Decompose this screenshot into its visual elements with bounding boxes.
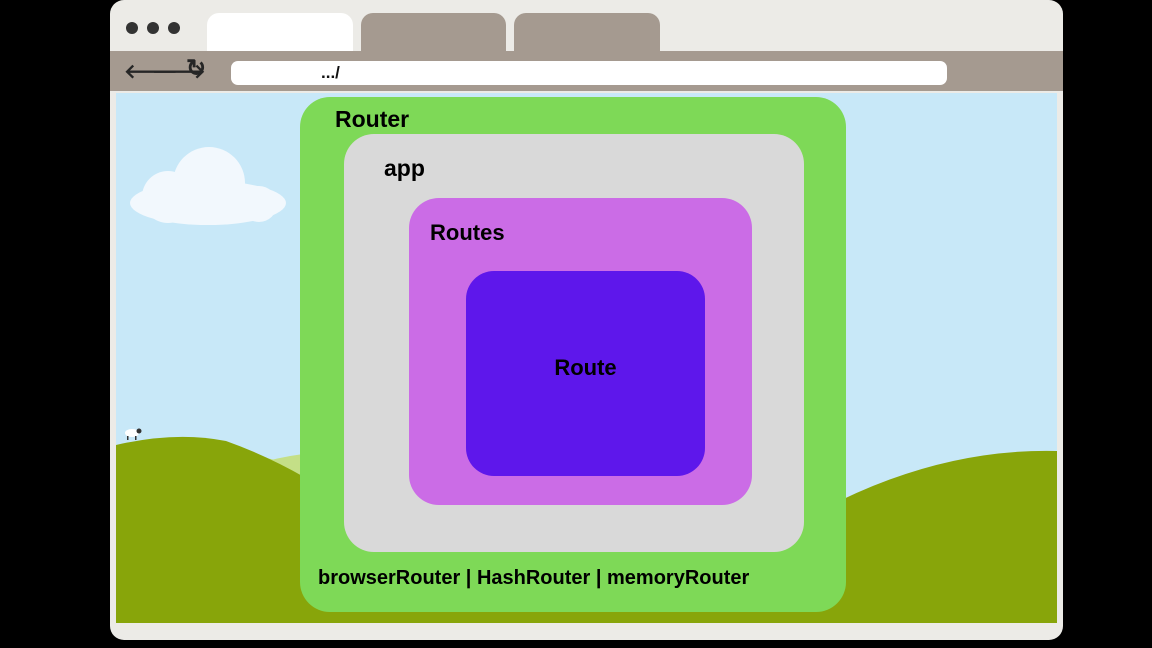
address-bar[interactable]: .../ [231,61,947,85]
router-label: Router [335,106,410,132]
browser-tab-active[interactable] [207,13,353,51]
app-box: app Routes Route [344,134,804,552]
reload-icon[interactable]: ↻ [186,55,207,82]
router-types-label: browserRouter | HashRouter | memoryRoute… [318,567,750,589]
router-box: Router app Routes Route browserRouter | … [300,97,846,612]
sheep-icon [125,428,142,440]
page-viewport: Router app Routes Route browserRouter | … [116,93,1057,623]
back-arrow-icon[interactable]: 🡐 [124,61,178,83]
window-control-dot[interactable] [126,22,138,34]
cloud-icon [130,147,286,225]
window-control-dot[interactable] [168,22,180,34]
browser-tab[interactable] [361,13,506,51]
browser-window: 🡐 🡒 ↻ .../ [110,0,1063,640]
route-box: Route [466,271,705,476]
browser-toolbar: 🡐 🡒 ↻ .../ [110,51,1063,91]
routes-label: Routes [430,220,505,245]
app-label: app [384,155,425,181]
window-control-dot[interactable] [147,22,159,34]
browser-tab[interactable] [514,13,660,51]
routes-box: Routes Route [409,198,752,505]
forward-arrow-icon[interactable]: 🡒 [152,61,206,83]
route-label: Route [554,355,617,380]
address-text: .../ [321,63,340,82]
